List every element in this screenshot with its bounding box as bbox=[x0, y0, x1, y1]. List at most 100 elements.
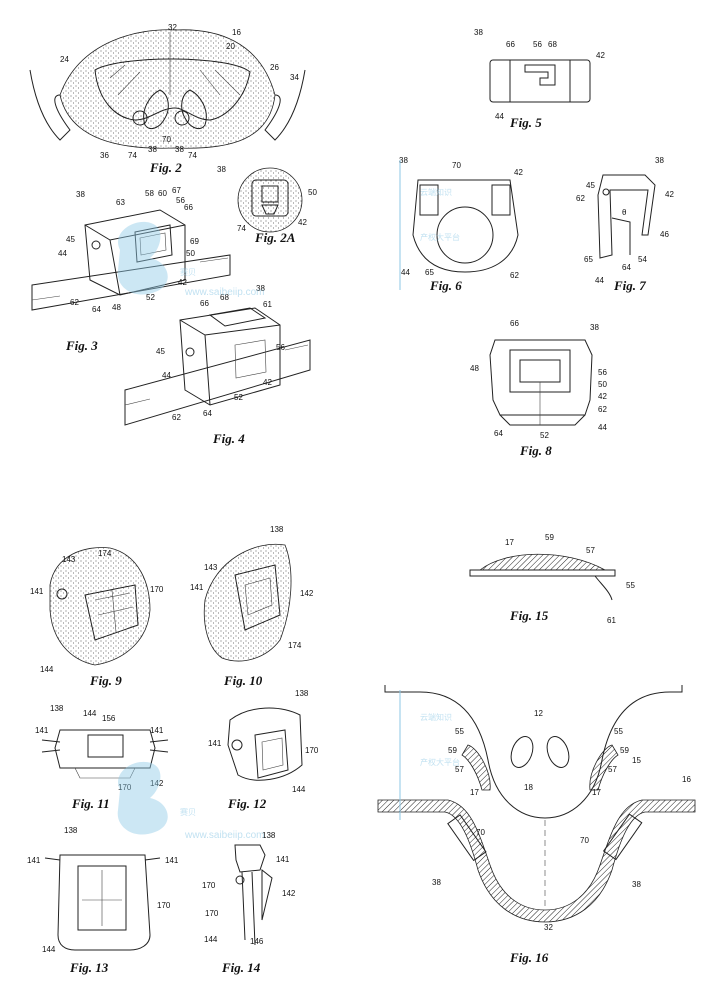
reference-numeral: 52 bbox=[540, 431, 549, 440]
reference-numeral: 143 bbox=[204, 563, 218, 572]
reference-numeral: 38 bbox=[655, 156, 664, 165]
reference-numeral: 156 bbox=[102, 714, 116, 723]
reference-numeral: 170 bbox=[118, 783, 132, 792]
reference-numeral: 42 bbox=[596, 51, 605, 60]
reference-numeral: 142 bbox=[150, 779, 164, 788]
reference-numeral: 55 bbox=[455, 727, 464, 736]
drawing-text: www.saibeiip.com bbox=[184, 830, 264, 841]
reference-numeral: 32 bbox=[168, 23, 177, 32]
fig5-caption: Fig. 5 bbox=[509, 115, 542, 130]
drawing-text: θ bbox=[622, 208, 627, 217]
reference-numeral: 57 bbox=[455, 765, 464, 774]
fig11-caption: Fig. 11 bbox=[71, 796, 110, 811]
reference-numeral: 57 bbox=[608, 765, 617, 774]
fig3-caption: Fig. 3 bbox=[65, 338, 98, 353]
reference-numeral: 32 bbox=[544, 923, 553, 932]
reference-numeral: 141 bbox=[150, 726, 164, 735]
reference-numeral: 170 bbox=[202, 881, 216, 890]
fig7-clip-side: θ bbox=[597, 174, 656, 259]
fig16-caption: Fig. 16 bbox=[509, 950, 549, 965]
reference-numeral: 57 bbox=[586, 546, 595, 555]
reference-numeral: 62 bbox=[172, 413, 181, 422]
reference-numeral: 70 bbox=[452, 161, 461, 170]
reference-numeral: 55 bbox=[626, 581, 635, 590]
reference-numeral: 38 bbox=[432, 878, 441, 887]
fig2a-caption: Fig. 2A bbox=[254, 230, 296, 245]
reference-numeral: 42 bbox=[665, 190, 674, 199]
reference-numeral: 46 bbox=[660, 230, 669, 239]
reference-numeral: 34 bbox=[290, 73, 299, 82]
reference-numeral: 64 bbox=[203, 409, 212, 418]
reference-numeral: 70 bbox=[162, 135, 171, 144]
reference-numeral: 62 bbox=[510, 271, 519, 280]
reference-numeral: 38 bbox=[399, 156, 408, 165]
reference-numeral: 45 bbox=[156, 347, 165, 356]
reference-numeral: 66 bbox=[510, 319, 519, 328]
drawing-text: 赛贝 bbox=[180, 807, 196, 817]
reference-numeral: 38 bbox=[256, 284, 265, 293]
fig13-clip-front bbox=[44, 854, 161, 951]
reference-numeral: 55 bbox=[614, 727, 623, 736]
fig10-caption: Fig. 10 bbox=[223, 673, 263, 688]
reference-numeral: 170 bbox=[150, 585, 164, 594]
reference-numeral: 174 bbox=[98, 549, 112, 558]
reference-numeral: 141 bbox=[30, 587, 44, 596]
fig15-caption: Fig. 15 bbox=[509, 608, 549, 623]
fig11-clip-top bbox=[41, 729, 169, 779]
fig9-pad-clip bbox=[49, 547, 151, 666]
reference-numeral: 70 bbox=[476, 828, 485, 837]
reference-numeral: 59 bbox=[620, 746, 629, 755]
reference-numeral: 56 bbox=[533, 40, 542, 49]
fig2-goggle bbox=[29, 29, 306, 149]
reference-numeral: 42 bbox=[298, 218, 307, 227]
reference-numeral: 50 bbox=[186, 249, 195, 258]
fig14-caption: Fig. 14 bbox=[221, 960, 261, 975]
reference-numeral: 38 bbox=[175, 145, 184, 154]
reference-numeral: 38 bbox=[590, 323, 599, 332]
reference-numeral: 38 bbox=[217, 165, 226, 174]
fig9-caption: Fig. 9 bbox=[89, 673, 122, 688]
reference-numeral: 141 bbox=[276, 855, 290, 864]
reference-numeral: 141 bbox=[165, 856, 179, 865]
fig14-clip-side bbox=[234, 844, 273, 946]
reference-numeral: 17 bbox=[470, 788, 479, 797]
reference-numeral: 138 bbox=[50, 704, 64, 713]
watermark-bottom: 赛贝 www.saibeiip.com 云端知识 产权大平台 bbox=[117, 690, 460, 841]
fig10-pad-clip bbox=[203, 543, 292, 662]
brand-logo-icon bbox=[117, 221, 168, 295]
reference-numeral: 144 bbox=[292, 785, 306, 794]
reference-numeral: 138 bbox=[295, 689, 309, 698]
drawing-text: www.saibeiip.com bbox=[184, 287, 264, 298]
drawing-text: 云端知识 bbox=[420, 712, 452, 722]
fig13-caption: Fig. 13 bbox=[69, 960, 109, 975]
reference-numeral: 138 bbox=[270, 525, 284, 534]
reference-numeral: 52 bbox=[234, 393, 243, 402]
reference-numeral: 58 bbox=[145, 189, 154, 198]
reference-numeral: 69 bbox=[190, 237, 199, 246]
reference-numeral: 146 bbox=[250, 937, 264, 946]
reference-numeral: 45 bbox=[66, 235, 75, 244]
reference-numeral: 170 bbox=[205, 909, 219, 918]
reference-numeral: 36 bbox=[100, 151, 109, 160]
reference-numeral: 12 bbox=[534, 709, 543, 718]
reference-numeral: 141 bbox=[27, 856, 41, 865]
reference-numeral: 65 bbox=[584, 255, 593, 264]
reference-numeral: 44 bbox=[58, 249, 67, 258]
reference-numeral: 38 bbox=[474, 28, 483, 37]
reference-numeral: 74 bbox=[237, 224, 246, 233]
reference-numeral: 170 bbox=[305, 746, 319, 755]
fig4-caption: Fig. 4 bbox=[212, 431, 245, 446]
reference-numeral: 38 bbox=[76, 190, 85, 199]
reference-numeral: 20 bbox=[226, 42, 235, 51]
fig12-clip-perspective bbox=[227, 707, 303, 781]
reference-numeral: 144 bbox=[83, 709, 97, 718]
fig8-caption: Fig. 8 bbox=[519, 443, 552, 458]
reference-numeral: 45 bbox=[586, 181, 595, 190]
reference-numeral: 26 bbox=[270, 63, 279, 72]
fig6-clip-back bbox=[412, 179, 519, 273]
reference-numeral: 42 bbox=[263, 378, 272, 387]
reference-numeral: 48 bbox=[112, 303, 121, 312]
reference-numeral: 44 bbox=[162, 371, 171, 380]
reference-numeral: 50 bbox=[598, 380, 607, 389]
